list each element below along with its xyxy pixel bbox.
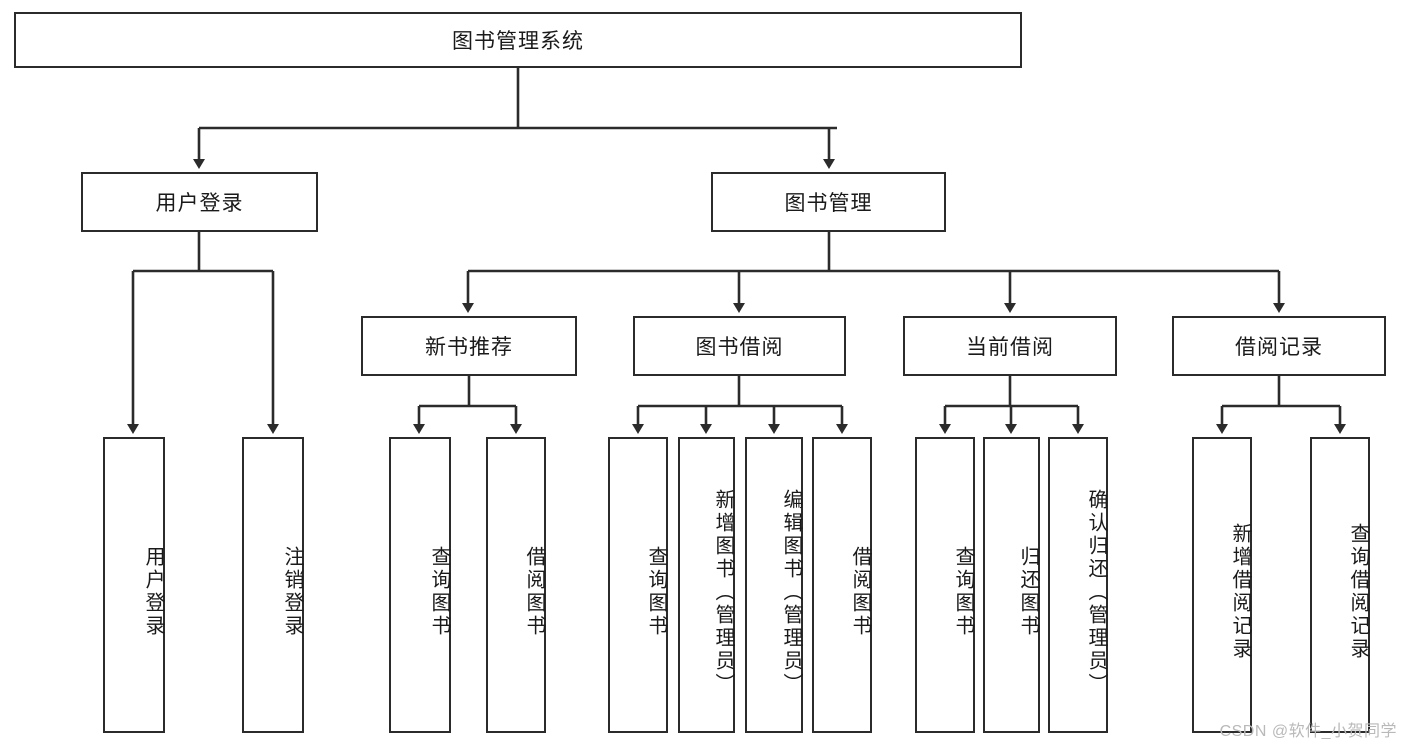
node-label: 确认归还（管理员） [1085,488,1107,696]
node-label: 图书管理 [784,192,873,215]
node-label: 编辑图书（管理员） [780,488,802,696]
node-label: 查询图书 [645,546,667,638]
node-book-borrow[interactable]: 图书借阅 [633,316,846,376]
node-leaf-query-book-1[interactable]: 查询图书 [389,437,451,733]
node-label: 借阅图书 [523,546,545,638]
node-leaf-query-borrow-record[interactable]: 查询借阅记录 [1310,437,1370,733]
node-label: 新增图书（管理员） [712,488,734,696]
node-leaf-query-book-2[interactable]: 查询图书 [608,437,668,733]
node-book-manage[interactable]: 图书管理 [711,172,946,232]
node-label: 归还图书 [1017,546,1039,638]
node-leaf-logout[interactable]: 注销登录 [242,437,304,733]
node-label: 查询借阅记录 [1347,523,1369,661]
node-label: 查询图书 [952,546,974,638]
node-root-system[interactable]: 图书管理系统 [14,12,1022,68]
node-label: 用户登录 [155,192,244,215]
node-borrow-record[interactable]: 借阅记录 [1172,316,1386,376]
node-label: 注销登录 [281,546,303,638]
node-label: 查询图书 [428,546,450,638]
node-leaf-edit-book-admin[interactable]: 编辑图书（管理员） [745,437,803,733]
node-new-book-recommend[interactable]: 新书推荐 [361,316,577,376]
node-leaf-query-book-3[interactable]: 查询图书 [915,437,975,733]
node-leaf-user-login[interactable]: 用户登录 [103,437,165,733]
node-leaf-return-book[interactable]: 归还图书 [983,437,1040,733]
node-label: 图书管理系统 [452,30,584,53]
node-leaf-add-borrow-record[interactable]: 新增借阅记录 [1192,437,1252,733]
node-label: 当前借阅 [966,336,1054,359]
node-current-borrow[interactable]: 当前借阅 [903,316,1117,376]
node-leaf-borrow-book-2[interactable]: 借阅图书 [812,437,872,733]
node-leaf-add-book-admin[interactable]: 新增图书（管理员） [678,437,735,733]
node-label: 借阅图书 [849,546,871,638]
node-label: 借阅记录 [1235,336,1323,359]
node-label: 新增借阅记录 [1229,523,1251,661]
node-label: 用户登录 [142,546,164,638]
node-leaf-confirm-return-admin[interactable]: 确认归还（管理员） [1048,437,1108,733]
csdn-watermark: CSDN @软件_小贺同学 [1219,723,1397,740]
node-leaf-borrow-book-1[interactable]: 借阅图书 [486,437,546,733]
node-label: 新书推荐 [425,336,513,359]
node-label: 图书借阅 [695,336,784,359]
node-user-login[interactable]: 用户登录 [81,172,318,232]
